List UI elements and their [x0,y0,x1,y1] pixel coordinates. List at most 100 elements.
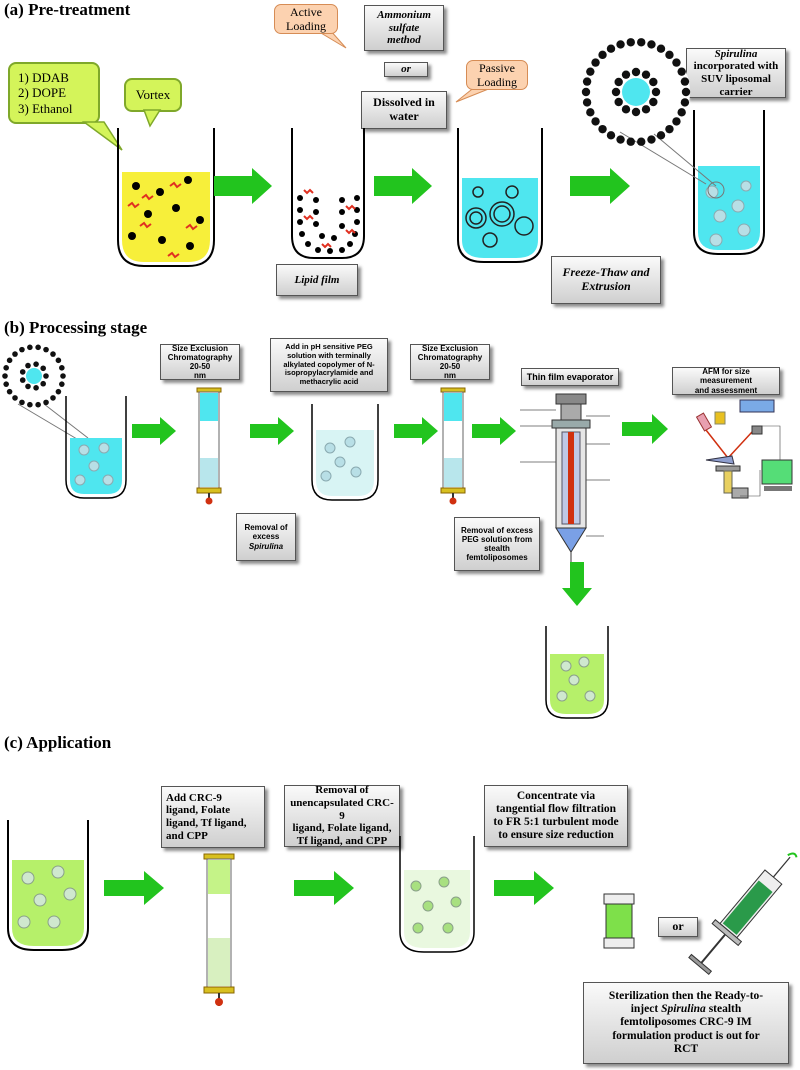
final-text-2: stealth femtoliposomes CRC-9 IM formulat… [612,1003,760,1055]
active-loading-callout: Active Loading [274,4,338,34]
liposome-zoom-small [2,344,89,443]
thin-film-box: Thin film evaporator [521,368,619,386]
add-ligand-box: Add CRC-9 ligand, Folate ligand, Tf liga… [161,786,265,848]
lipid-head [631,107,641,117]
lipid-head [59,381,65,387]
section-title-processing: (b) Processing stage [4,318,148,337]
tube-green-b [545,626,609,719]
concentrate-box: Concentrate via tangential flow filtrati… [484,785,628,847]
column-c [203,853,235,1006]
lipid-head [626,137,635,146]
removal-spirulina-box: Removal of excess Spirulina [236,513,296,561]
lipid-head [40,365,46,372]
lipid-head [3,381,9,387]
lipid-head [611,87,621,97]
lipid-head [19,346,25,353]
lipid-head [582,98,592,107]
spirulina-label: Spirulina [714,47,758,60]
lipid-head [637,38,646,47]
final-text-1: Sterilization then the Ready-to- inject [608,989,764,1016]
column-1 [196,387,222,505]
lipid-head [582,77,592,86]
passive-loading-callout: Passive Loading [466,60,528,90]
lipid-head [681,87,691,97]
lipid-head [581,87,591,97]
lipid-head [665,50,674,60]
lipid-head [19,377,26,383]
sec1-box: Size Exclusion Chromatography 20-50 nm [160,344,240,380]
removal-peg-box: Removal of excess PEG solution from stea… [454,517,540,571]
lipid-head [606,131,616,140]
lipid-head [6,357,13,364]
lipid-head [3,365,9,371]
lipid-head [614,97,623,107]
lipid-head [12,395,18,401]
lipid-head [647,40,656,49]
tube-pale-green-c [399,836,475,953]
lipid-head [33,361,39,367]
lipid-head [586,108,595,117]
lipid-head [672,117,681,126]
lipid-head [25,383,31,390]
section-title-application: (c) Application [4,733,112,752]
dissolved-in-water-box: Dissolved in water [361,91,447,129]
liposome-bilayer-small [2,344,66,408]
lipid-head [680,77,690,86]
tube-lipid-film [291,128,365,259]
freeze-thaw-box: Freeze-Thaw and Extrusion [551,256,661,304]
callout-pointers [81,29,497,151]
lipid-head [25,362,31,369]
lipid-head [649,77,658,87]
ammonium-sulfate-box: Ammonium sulfate method [364,5,444,51]
lipid-head [55,357,62,364]
lipid-head [35,401,41,408]
tube-light-b [311,404,379,501]
final-spirulina: Spirulina [661,1003,706,1016]
tube-yellow-lipids [117,128,215,267]
tube-cyan-b [65,396,127,499]
lipid-film-box: Lipid film [276,264,358,296]
lipid-head [19,369,26,375]
arrows-b [132,414,668,606]
section-title-pretreatment: (a) Pre-treatment [4,0,131,19]
syringe-icon [688,852,798,975]
arrows-c [104,871,554,905]
lipid-head [59,365,65,371]
vial-icon [603,893,635,949]
lipid-head [35,344,41,351]
thin-film-evaporator-icon [520,393,610,566]
liposome-zoom-icon [582,38,725,199]
final-product-box: Sterilization then the Ready-to- inject … [583,982,789,1064]
lipid-head [43,373,49,379]
lipid-head [665,124,674,134]
lipid-head [586,67,595,76]
or-box-a: or [384,62,428,77]
lipid-head [12,351,18,357]
application-diagram [7,820,798,1006]
lipid-head [647,135,656,144]
final-product-text: Sterilization then the Ready-to- inject … [609,990,763,1056]
column-2 [440,387,466,505]
lipid-head [677,67,686,76]
lipid-head [43,399,49,406]
processing-diagram [2,344,793,719]
lipid-head [27,344,33,351]
lipid-head [649,97,658,107]
lipid-head [626,38,635,47]
lipid-head [651,87,661,97]
tube-cyan-vesicles [457,128,543,263]
peg-box: Add in pH sensitive PEG solution with te… [270,338,388,392]
lipid-head [43,346,49,353]
lipid-head [19,399,25,406]
carrier-label: incorporated with SUV liposomal carrier [693,60,779,98]
lipid-head [677,108,686,117]
lipid-head [50,351,56,357]
removal-ligand-box: Removal of unencapsulated CRC-9 ligand, … [284,784,400,847]
lipid-head [631,67,641,77]
lipid-head [637,137,646,146]
lipid-head [672,58,681,67]
pretreatment-diagram [117,38,765,267]
lipid-head [606,44,616,53]
reagents-callout: 1) DDAB 2) DOPE 3) Ethanol [8,62,100,124]
lipid-head [656,44,666,53]
